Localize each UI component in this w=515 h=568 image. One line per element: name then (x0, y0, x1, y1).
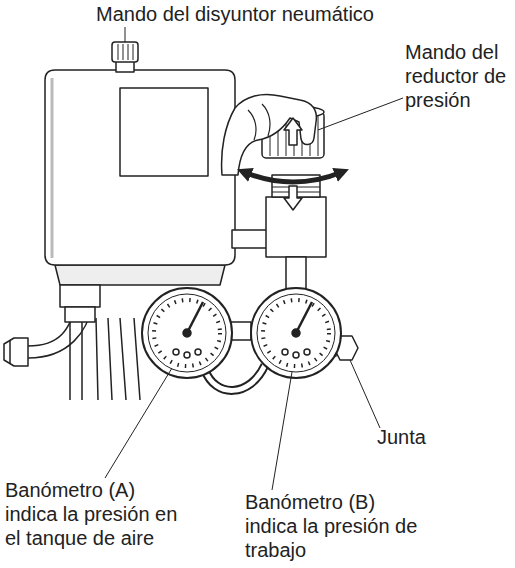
fitting (60, 285, 100, 307)
pull-arrow (284, 118, 302, 145)
gauge-a (142, 288, 232, 378)
finger-lines (248, 104, 270, 140)
housing-base (55, 265, 225, 285)
gauge-a-needle (187, 302, 203, 333)
leader-line (272, 372, 292, 490)
hand (222, 95, 317, 176)
gauge-a-dot (195, 349, 201, 355)
regulator-fitting (232, 230, 268, 248)
hose-connector (9, 340, 11, 364)
switch-knob (112, 42, 138, 62)
part-label: Junta (377, 425, 467, 449)
hose-connector (4, 338, 28, 366)
push-arrow (284, 186, 302, 210)
gauge-b-dial (257, 294, 335, 372)
gauge-b-dot (293, 352, 299, 358)
part-label: Banómetro (B) indica la presión de traba… (245, 490, 425, 562)
gauge-a-hub (183, 329, 191, 337)
gauge-b-needle (296, 302, 312, 333)
part-label: Mando del disyuntor neumático (60, 2, 410, 26)
leader-line (125, 27, 126, 42)
gauge-b-dot (304, 349, 310, 355)
gauge-b-dot (282, 349, 288, 355)
housing-shade (51, 78, 54, 258)
rotate-arrow (244, 172, 342, 182)
housing-plate (120, 88, 208, 176)
regulator-stem (286, 257, 306, 289)
fitting (65, 307, 95, 322)
part-label: Mando del reductor de presión (405, 40, 515, 112)
hose (70, 318, 140, 400)
part-label: Banómetro (A) indica la presión en el ta… (5, 478, 185, 550)
leader-line (318, 98, 403, 130)
gauge-b-hub (292, 329, 300, 337)
gauge-a-dot (173, 349, 179, 355)
gauge-a-dial (148, 294, 226, 372)
switch-housing (45, 70, 235, 265)
gauge-a-dot (184, 352, 190, 358)
gauge-a-ticks (154, 300, 220, 366)
gauge-b-ticks (263, 300, 329, 366)
knob-ridges (118, 44, 133, 60)
leader-line (350, 360, 380, 428)
leader-line (105, 368, 172, 478)
gauge-b (251, 288, 341, 378)
